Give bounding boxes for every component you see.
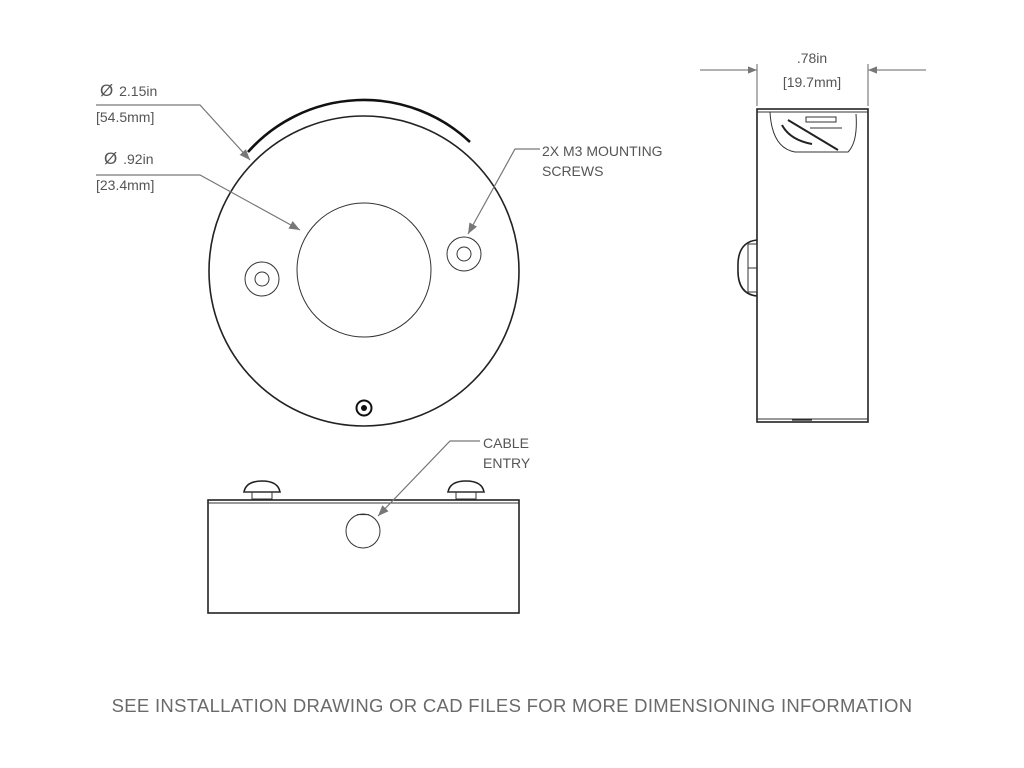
side-view: .78in [19.7mm] (700, 50, 926, 423)
inner-diameter-metric: [23.4mm] (96, 177, 154, 193)
center-bore-circle (296, 202, 432, 338)
front-screw-head-right (447, 480, 485, 500)
screw-callout-line1: 2X M3 MOUNTING (542, 143, 663, 159)
cable-callout-line2: ENTRY (483, 455, 531, 471)
cable-callout-line1: CABLE (483, 435, 529, 451)
width-inches: .78in (797, 50, 827, 66)
width-metric: [19.7mm] (783, 74, 841, 90)
outer-ring-highlight (247, 98, 471, 153)
mounting-screw-right (446, 236, 482, 272)
screw-callout-line2: SCREWS (542, 163, 603, 179)
front-view: CABLE ENTRY (207, 435, 531, 614)
inner-diameter-label: Ø .92in (104, 149, 153, 168)
cable-callout-leader (377, 440, 480, 517)
outer-diameter-label: Ø 2.15in (100, 81, 157, 100)
diameter-symbol-outer: Ø (100, 81, 113, 100)
outer-diameter-leader (96, 104, 251, 161)
outer-diameter-inches: 2.15in (119, 83, 157, 99)
front-cable-entry-circle (345, 513, 381, 549)
inner-diameter-leader (96, 174, 301, 231)
diameter-symbol-inner: Ø (104, 149, 117, 168)
outer-ring-circle (208, 115, 520, 427)
footer-note: SEE INSTALLATION DRAWING OR CAD FILES FO… (112, 695, 913, 716)
front-screw-head-left (243, 480, 281, 500)
side-body-outline (756, 108, 869, 423)
cable-entry-hole (355, 399, 373, 417)
top-view: Ø 2.15in [54.5mm] Ø .92in [23.4mm] 2X M3… (96, 81, 663, 427)
side-cable-detail (769, 111, 857, 153)
side-screw-head (737, 239, 758, 297)
outer-diameter-metric: [54.5mm] (96, 109, 154, 125)
screw-callout-leader (467, 148, 540, 235)
mounting-screw-left (244, 261, 280, 297)
front-body-outline (207, 499, 520, 614)
inner-diameter-inches: .92in (123, 151, 153, 167)
